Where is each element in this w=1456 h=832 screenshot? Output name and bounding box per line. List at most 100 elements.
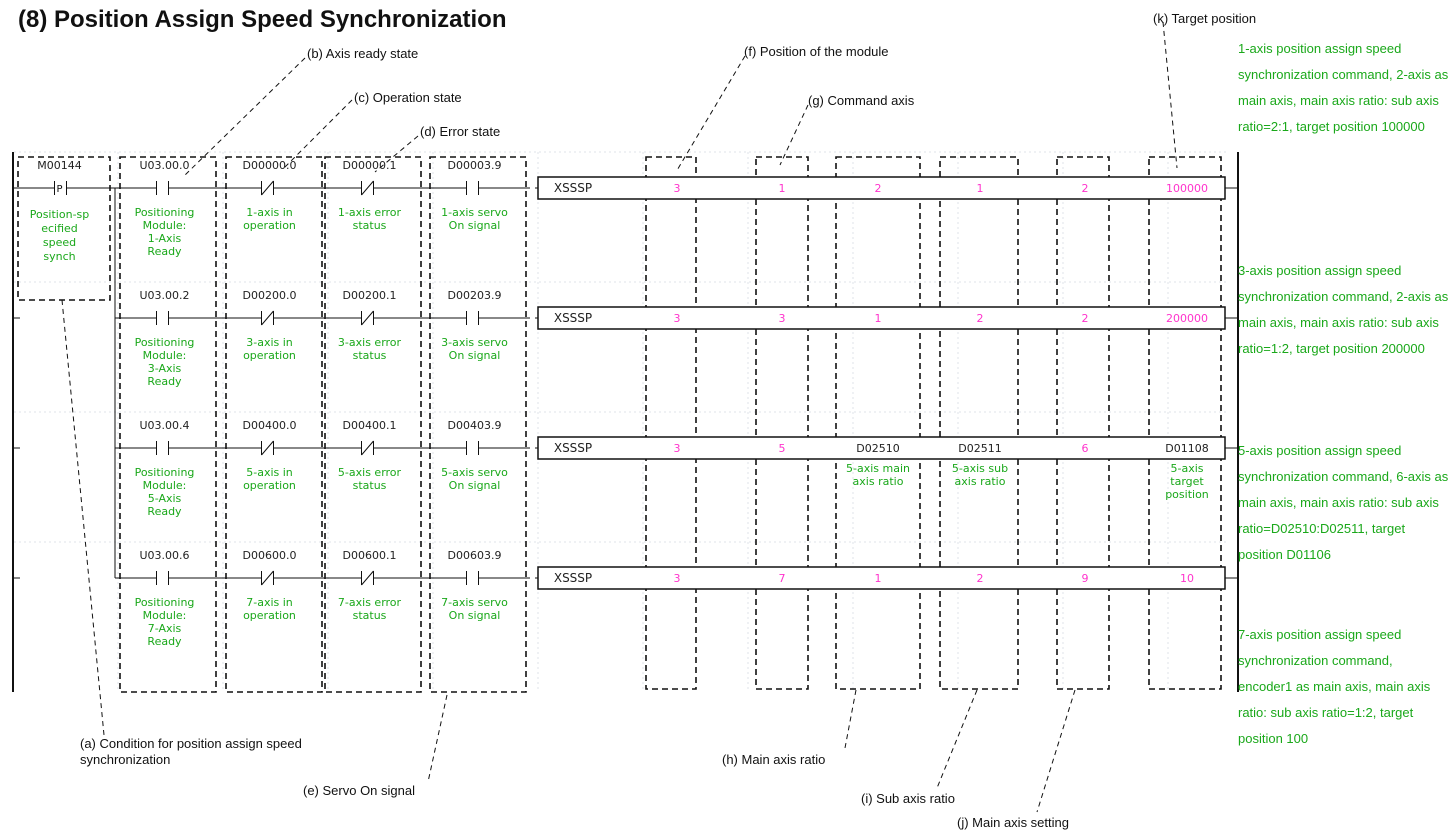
contact-address: D00200.0: [243, 289, 297, 302]
operand-value: D02511: [958, 442, 1001, 455]
no-contact: [425, 571, 530, 585]
operand-value: 3: [674, 182, 681, 195]
nc-contact: [320, 440, 425, 456]
callout-box-g: [755, 156, 809, 690]
leader-b: [184, 57, 306, 176]
contact-slash: [261, 440, 274, 456]
instruction-name: XSSSP: [554, 571, 592, 585]
contact-label: Module:: [143, 219, 187, 232]
contact-label: 1-axis error: [338, 206, 402, 219]
nc-contact: [320, 180, 425, 196]
operand-label: 5-axis main: [846, 462, 910, 475]
contact-label: Positioning: [135, 206, 195, 219]
contact-label: 1-axis servo: [441, 206, 508, 219]
contact-label: 7-axis error: [338, 596, 402, 609]
callout-g-command-axis: (g) Command axis: [808, 93, 915, 108]
contact-label: 7-Axis: [148, 622, 182, 635]
contact-address: D00000.1: [343, 159, 397, 172]
callout-f-module-position: (f) Position of the module: [744, 44, 889, 59]
contact-address: D00600.1: [343, 549, 397, 562]
leader-k: [1162, 21, 1178, 169]
callout-e-servo-on: (e) Servo On signal: [303, 783, 415, 798]
contact-address: D00400.0: [243, 419, 297, 432]
operand-label: position: [1165, 488, 1209, 501]
leader-g: [779, 104, 809, 166]
contact-label: Positioning: [135, 596, 195, 609]
callout-k-target-position: (k) Target position: [1153, 11, 1257, 26]
contact-label: 7-axis in: [246, 596, 293, 609]
operand-value: 1: [875, 312, 882, 325]
operand-value: 1: [875, 572, 882, 585]
callout-box-k: [1148, 156, 1222, 690]
operand-value: 3: [674, 572, 681, 585]
contact-address: U03.00.0: [139, 159, 189, 172]
contact-address: D00000.0: [243, 159, 297, 172]
operand-value: 100000: [1166, 182, 1208, 195]
condition-label: ecified: [41, 222, 78, 235]
nc-contact: [220, 310, 325, 326]
instruction-name: XSSSP: [554, 181, 592, 195]
contact-label: On signal: [449, 609, 501, 622]
operand-value: 1: [779, 182, 786, 195]
callout-box-a: [17, 156, 111, 301]
contact-label: 7-axis servo: [441, 596, 508, 609]
operand-value: 200000: [1166, 312, 1208, 325]
contact-label: operation: [243, 609, 296, 622]
contact-address: D00403.9: [448, 419, 502, 432]
callout-box-d: [324, 156, 422, 693]
condition-contact: [13, 181, 118, 195]
contact-label: status: [353, 219, 387, 232]
contact-slash: [361, 310, 374, 326]
operand-label: 5-axis sub: [952, 462, 1008, 475]
nc-contact: [320, 570, 425, 586]
contact-slash: [361, 440, 374, 456]
contact-address: D00003.9: [448, 159, 502, 172]
contact-label: 3-axis error: [338, 336, 402, 349]
contact-label: 1-Axis: [148, 232, 182, 245]
nc-contact: [320, 310, 425, 326]
rung-comment-1: 1-axis position assign speed synchroniza…: [1238, 41, 1449, 134]
operand-value: 7: [779, 572, 786, 585]
contact-label: Ready: [147, 245, 182, 258]
no-contact: [425, 311, 530, 325]
contact-label: operation: [243, 219, 296, 232]
contact-label: operation: [243, 479, 296, 492]
no-contact: [425, 181, 530, 195]
condition-label: Position-sp: [30, 208, 90, 221]
contact-slash: [361, 570, 374, 586]
contact-address: U03.00.4: [139, 419, 189, 432]
no-contact: [115, 181, 220, 195]
operand-value: 9: [1082, 572, 1089, 585]
nc-contact: [220, 440, 325, 456]
contact-label: Ready: [147, 375, 182, 388]
operand-label: target: [1170, 475, 1204, 488]
operand-value: 3: [674, 442, 681, 455]
instruction-name: XSSSP: [554, 311, 592, 325]
condition-label: synch: [43, 250, 75, 263]
operand-value: 2: [1082, 182, 1089, 195]
contact-slash: [261, 180, 274, 196]
contact-label: On signal: [449, 479, 501, 492]
instruction-box: [537, 176, 1226, 200]
callout-box-i: [939, 156, 1019, 690]
contact-label: Positioning: [135, 336, 195, 349]
callout-j-main-axis-setting: (j) Main axis setting: [957, 815, 1069, 830]
callout-d-error-state: (d) Error state: [420, 124, 501, 139]
contact-label: 5-axis error: [338, 466, 402, 479]
no-contact: [425, 441, 530, 455]
operand-value: D01108: [1165, 442, 1208, 455]
operand-value: 6: [1082, 442, 1089, 455]
operand-value: D02510: [856, 442, 899, 455]
operand-value: 2: [875, 182, 882, 195]
contact-address: D00400.1: [343, 419, 397, 432]
contact-address: D00203.9: [448, 289, 502, 302]
leader-a: [61, 299, 105, 736]
instruction-box: [537, 566, 1226, 590]
callout-box-b: [119, 156, 217, 693]
contact-label: operation: [243, 349, 296, 362]
callout-h-main-axis-ratio: (h) Main axis ratio: [722, 752, 826, 767]
contact-label: Positioning: [135, 466, 195, 479]
contact-label: 5-axis in: [246, 466, 293, 479]
leader-h: [844, 689, 857, 749]
callout-box-j: [1056, 156, 1110, 690]
